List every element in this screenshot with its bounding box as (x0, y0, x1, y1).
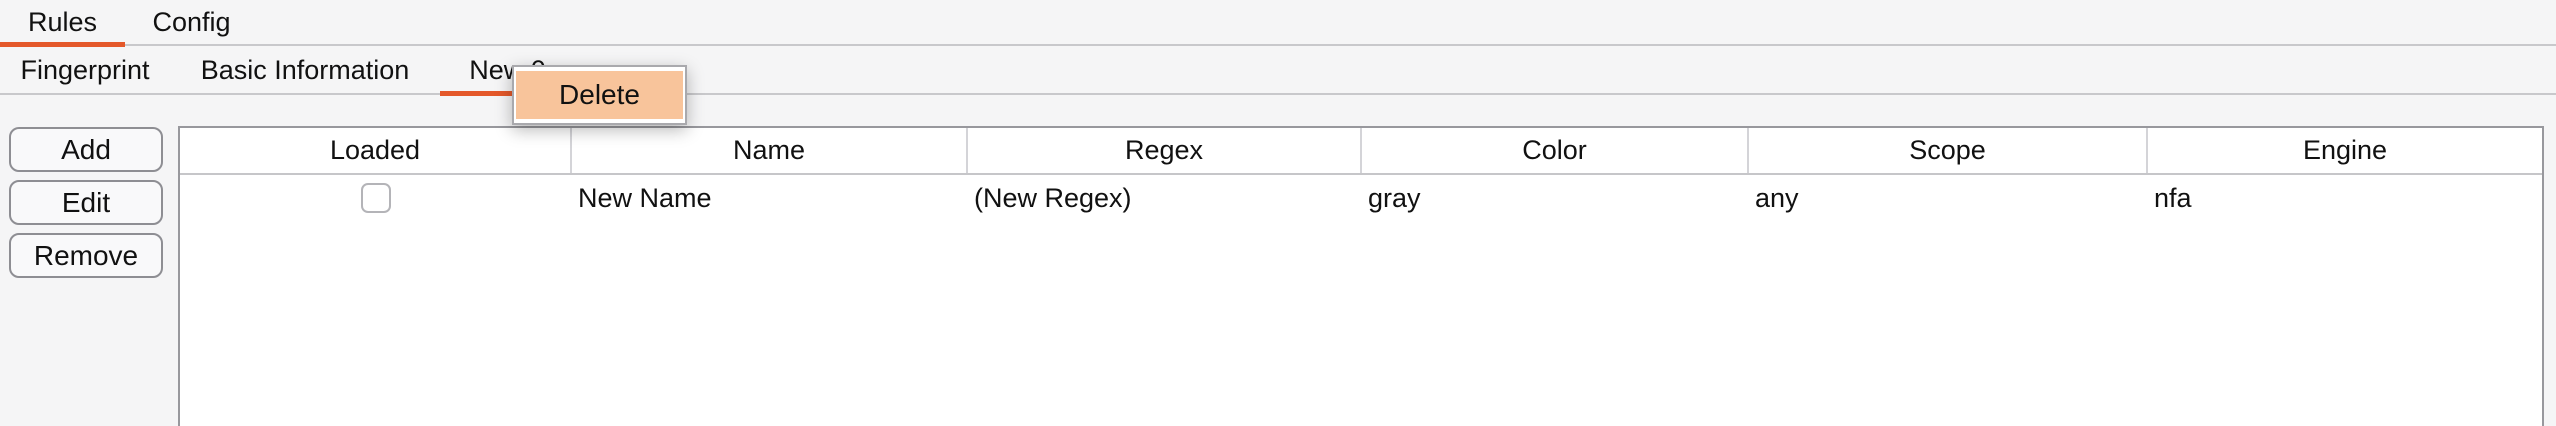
context-menu: Delete (512, 65, 687, 125)
primary-tabbar: Rules Config (0, 0, 2556, 47)
loaded-cell (180, 175, 572, 221)
edit-button[interactable]: Edit (9, 180, 163, 225)
column-header-name[interactable]: Name (572, 128, 968, 173)
add-button[interactable]: Add (9, 127, 163, 172)
loaded-checkbox[interactable] (361, 183, 391, 213)
add-button-label: Add (61, 133, 111, 165)
column-header-scope[interactable]: Scope (1749, 128, 2148, 173)
table-row[interactable]: New Name (New Regex) gray any nfa (180, 175, 2542, 221)
tab-basic-information-label: Basic Information (200, 55, 410, 85)
remove-button-label: Remove (33, 239, 139, 271)
rules-table: Loaded Name Regex Color Scope Engine New… (178, 126, 2544, 426)
tab-rules[interactable]: Rules (0, 0, 125, 47)
secondary-tabbar: Fingerprint Basic Information New 0 (0, 48, 2556, 96)
regex-cell: (New Regex) (974, 182, 1132, 213)
color-cell: gray (1368, 182, 1421, 213)
tab-config-label: Config (152, 6, 231, 37)
column-header-color[interactable]: Color (1362, 128, 1749, 173)
column-header-loaded[interactable]: Loaded (180, 128, 572, 173)
tab-basic-information[interactable]: Basic Information (170, 48, 440, 93)
column-header-regex[interactable]: Regex (968, 128, 1362, 173)
engine-cell: nfa (2154, 182, 2192, 213)
context-menu-item-delete[interactable]: Delete (516, 71, 683, 119)
name-cell: New Name (578, 182, 712, 213)
tab-rules-label: Rules (27, 6, 98, 37)
column-header-engine[interactable]: Engine (2302, 135, 2388, 165)
tab-config[interactable]: Config (125, 0, 258, 44)
remove-button[interactable]: Remove (9, 233, 163, 278)
edit-button-label: Edit (61, 186, 111, 218)
scope-cell: any (1755, 182, 1799, 213)
table-header-row: Loaded Name Regex Color Scope Engine (180, 128, 2542, 175)
tab-fingerprint[interactable]: Fingerprint (0, 48, 170, 93)
delete-menu-item-label: Delete (559, 79, 640, 110)
tab-fingerprint-label: Fingerprint (20, 55, 150, 85)
